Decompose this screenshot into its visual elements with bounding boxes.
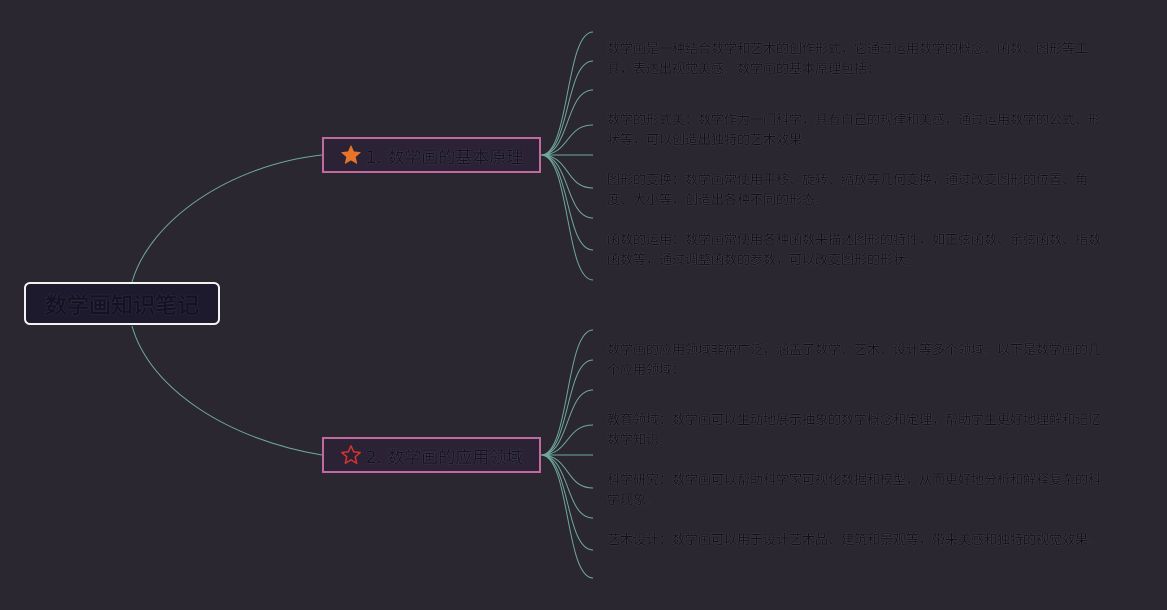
root-node[interactable]: 数学画知识笔记	[24, 282, 220, 325]
star-filled-icon	[341, 145, 361, 164]
leaf-node[interactable]: 图形的变换：数学画常使用平移、旋转、缩放等几何变换，通过改变图形的位置、角度、大…	[607, 173, 1089, 208]
leaf-node[interactable]: 科学研究：数学画可以帮助科学家可视化数据和模型，从而更好地分析和解释复杂的科学现…	[607, 473, 1102, 508]
branch-1-fan	[540, 31, 594, 281]
branch-node-applications[interactable]: 2. 数学画的应用领域	[322, 437, 541, 473]
leaf-node[interactable]: 函数的运用：数学画常使用各种函数来描述图形的特性，如正弦函数、余弦函数、指数函数…	[607, 233, 1102, 268]
connector-root-branch-1	[131, 154, 323, 283]
star-outline-icon	[340, 445, 361, 464]
leaf-node[interactable]: 数学画的应用领域非常广泛，涵盖了数学、艺术、设计等多个领域。以下是数学画的几个应…	[607, 343, 1102, 378]
branch-node-principles[interactable]: 1. 数学画的基本原理	[322, 137, 541, 173]
leaf-node[interactable]: 数学的形式美：数学作为一门科学，具有自己的规律和美感，通过运用数学的公式、形状等…	[607, 113, 1102, 148]
root-title: 数学画知识笔记	[44, 293, 199, 319]
leaf-node[interactable]: 数学画是一种结合数学和艺术的创作形式，它通过运用数学的概念、函数、图形等工具，表…	[607, 42, 1089, 77]
branch-label: 1. 数学画的基本原理	[365, 147, 524, 168]
connector-root-branch-2	[131, 325, 323, 456]
branch-label: 2. 数学画的应用领域	[365, 447, 524, 468]
leaf-node[interactable]: 教育领域：数学画可以生动地展示抽象的数学概念和定理，帮助学生更好地理解和记忆数学…	[607, 413, 1102, 448]
leaf-node[interactable]: 艺术设计：数学画可以用于设计艺术品、建筑和景观等，带来美感和独特的视觉效果。	[607, 533, 1102, 548]
branch-2-fan	[540, 329, 594, 579]
